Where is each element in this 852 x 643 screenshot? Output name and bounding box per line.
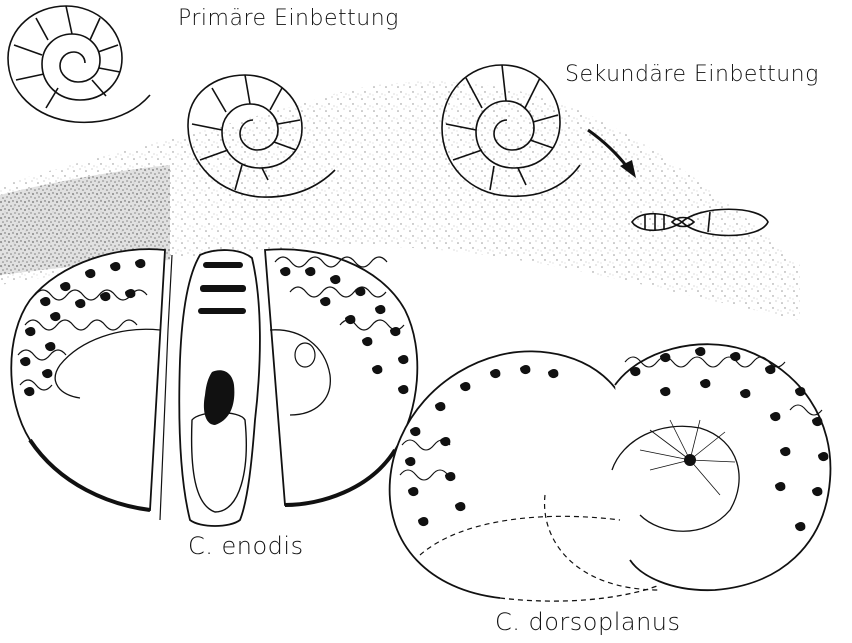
ammonite-icon-primary-1 (8, 6, 150, 122)
label-secondary-embedding: Sekundäre Einbettung (565, 62, 819, 87)
enodis-cross-section (160, 250, 260, 526)
label-species-dorsoplanus: C. dorsoplanus (495, 608, 681, 636)
label-species-enodis: C. enodis (188, 532, 304, 560)
dorsoplanus-shells (390, 344, 831, 601)
label-primary-embedding: Primäre Einbettung (178, 6, 399, 31)
enodis-left-half (11, 249, 165, 510)
